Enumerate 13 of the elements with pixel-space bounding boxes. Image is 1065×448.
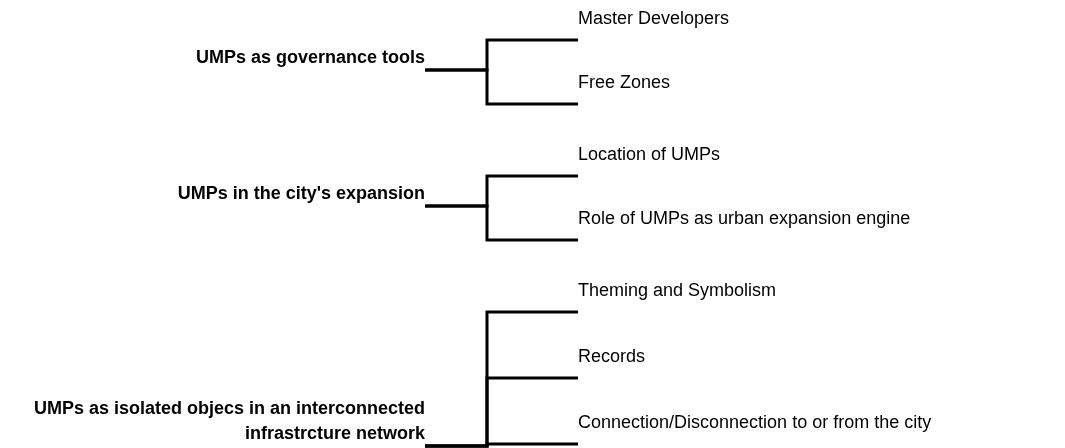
subtopic-label: Theming and Symbolism [578, 279, 777, 302]
category-label: UMPs in the city's expansion [176, 182, 425, 205]
bracket-connector [425, 442, 578, 448]
bracket-connector [425, 68, 578, 106]
subtopic-label: Location of UMPs [578, 143, 721, 166]
subtopic-label: Master Developers [578, 7, 730, 30]
category-label: UMPs as governance tools [194, 46, 425, 69]
subtopic-label: Free Zones [578, 71, 671, 94]
category-label: UMPs as isolated objecs in an interconnected infrastrcture network [32, 397, 425, 445]
bracket-connector [425, 204, 578, 242]
subtopic-label: Records [578, 345, 646, 368]
subtopic-label: Connection/Disconnection to or from the city [578, 411, 932, 434]
subtopic-label: Role of UMPs as urban expansion engine [578, 207, 911, 230]
